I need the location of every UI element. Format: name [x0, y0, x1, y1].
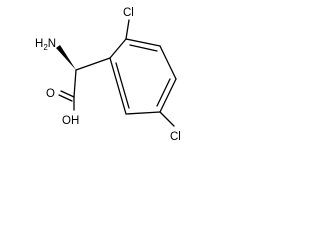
- hydroxyl-label: OH: [62, 115, 79, 127]
- ring-bond-3: [159, 45, 177, 80]
- ring-bond-5: [125, 111, 161, 115]
- carbonyl-oxygen-label: O: [46, 88, 55, 100]
- carbonyl-bond-inner: [58, 94, 73, 102]
- ring-bond-2: [125, 38, 161, 47]
- molecule-canvas: H2N Cl Cl O OH: [0, 0, 198, 154]
- alpha-ring-bond: [75, 57, 111, 71]
- amine-n: N: [48, 38, 56, 50]
- amine-label: H2N: [35, 38, 56, 52]
- meta-chloro-label: Cl: [170, 131, 181, 143]
- ortho-chloro-bond: [125, 19, 130, 40]
- carbonyl-bond-outer: [60, 90, 75, 98]
- ring-inner-double-1: [129, 44, 158, 52]
- ring-bond-4: [159, 78, 177, 113]
- ring-inner-double-3: [115, 62, 130, 109]
- ortho-chloro-label: Cl: [123, 7, 134, 19]
- meta-chloro-bond: [159, 111, 175, 127]
- alpha-carboxyl-bond: [73, 69, 77, 98]
- amine-subscript: 2: [43, 43, 48, 52]
- stereo-wedge-bond: [56, 45, 76, 70]
- structure-diagram: H2N Cl Cl O OH: [35, 7, 181, 143]
- amine-h: H: [35, 38, 43, 50]
- ring-bond-6: [109, 57, 127, 115]
- ring-bond-1: [109, 38, 127, 59]
- ring-inner-double-2: [156, 78, 171, 107]
